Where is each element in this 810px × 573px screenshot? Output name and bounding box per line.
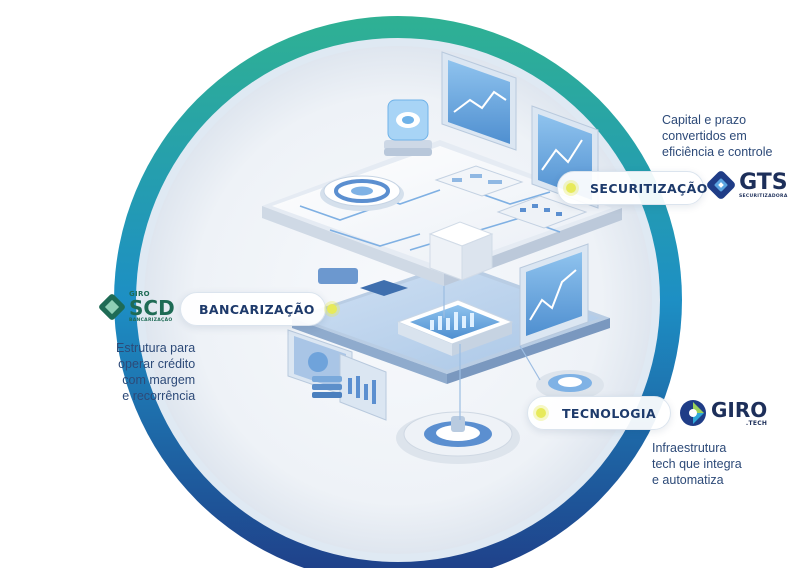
logo-scd: GIRO SCD BANCARIZAÇÃO [98,290,175,323]
desc-bancarizacao: Estrutura para operar crédito com margem… [116,341,196,403]
pill-securitizacao[interactable]: SECURITIZAÇÃO [557,171,707,205]
logo-girotech: GIRO .TECH [678,398,767,428]
node-dot [326,304,337,314]
chip-box [396,299,514,356]
label-tecnologia: TECNOLOGIA [562,405,657,421]
node-dot [566,183,576,193]
label-bancarizacao: BANCARIZAÇÃO [199,301,315,317]
desc-tecnologia: Infraestrutura tech que integra e automa… [652,441,742,487]
diamond-logo-icon [99,293,125,320]
logo-gts: GTS SECURITIZADORA [706,170,788,200]
diamond-logo-icon [680,400,706,426]
central-cube [428,221,494,281]
node-dot [536,408,546,418]
gear-shape [396,411,520,464]
panel-right-2 [496,195,588,229]
panel-right-1 [434,165,524,197]
desc-securitizacao: Capital e prazo convertidos em eficiênci… [662,113,773,159]
right-screen-chart [519,243,589,347]
pill-bancarizacao[interactable]: BANCARIZAÇÃO [180,292,337,326]
glow-cube [384,99,432,156]
target-disc [320,175,404,211]
pill-tecnologia[interactable]: TECNOLOGIA [527,396,671,430]
chip-small [360,280,408,296]
top-screen-1 [441,51,517,151]
label-securitizacao: SECURITIZAÇÃO [590,180,708,196]
server-stack-small [312,376,342,398]
gear-right [536,370,604,400]
diamond-logo-icon [707,171,735,199]
small-device [318,268,358,284]
connector-lines [443,286,541,420]
